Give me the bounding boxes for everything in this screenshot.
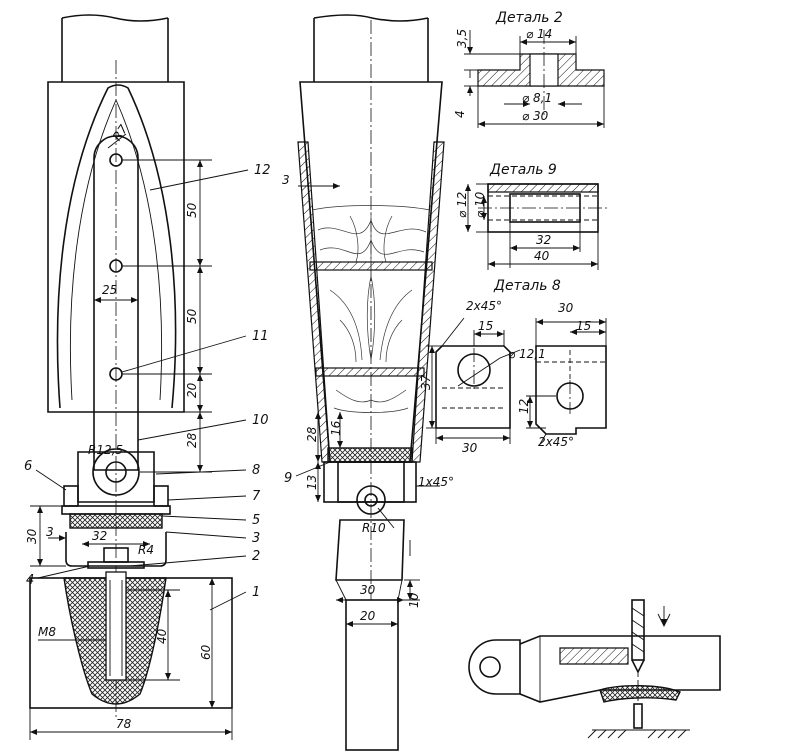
dim-3-sleeve: 3: [282, 173, 290, 187]
detail-8-dim-30-bottom: 30: [462, 441, 478, 455]
detail-9-dim-32: 32: [536, 233, 551, 247]
dim-30-left: 30: [25, 528, 39, 544]
part-label-5: 5: [252, 513, 260, 528]
front-view: [29, 14, 233, 720]
detail-8-drawing: [426, 317, 607, 445]
dim-13-side: 13: [305, 475, 319, 490]
front-view-dimensions: [29, 133, 249, 740]
dim-20-side: 20: [360, 609, 376, 623]
dim-3-left: 3: [46, 525, 54, 539]
part-label-1: 1: [252, 585, 260, 600]
drilling-illustration: [468, 599, 721, 739]
detail-2-dim-4: 4: [453, 110, 467, 118]
dim-r4: R4: [138, 543, 154, 557]
detail-2-title: Деталь 2: [495, 10, 563, 26]
detail-8-dim-2x45-top: 2x45°: [466, 299, 502, 313]
detail-8-dim-15-left: 15: [478, 319, 493, 333]
detail-2-dim-d14: ⌀ 14: [526, 27, 552, 41]
part-label-3: 3: [252, 531, 260, 546]
detail-9-dim-40: 40: [534, 249, 550, 263]
detail-9-dim-d10: ⌀ 10: [473, 191, 487, 218]
dim-28-side: 28: [305, 426, 319, 442]
part-label-2: 2: [252, 549, 260, 564]
detail-9-dim-d12: ⌀ 12: [455, 192, 469, 218]
part-label-11: 11: [252, 329, 269, 344]
detail-9-title: Деталь 9: [489, 162, 557, 178]
detail-8-title: Деталь 8: [493, 278, 561, 294]
dim-m8: M8: [38, 625, 56, 639]
dim-30-side: 30: [360, 583, 376, 597]
part-label-10: 10: [252, 413, 269, 428]
part-label-12: 12: [254, 163, 271, 178]
detail-8-dim-d12-1: ⌀ 12,1: [508, 347, 546, 361]
dim-28: 28: [185, 432, 199, 448]
dim-r10: R10: [362, 521, 386, 535]
dim-16-side: 16: [329, 420, 343, 436]
dim-1x45: 1x45°: [418, 475, 454, 489]
dim-40: 40: [155, 628, 169, 644]
dim-20: 20: [185, 382, 199, 398]
part-label-7: 7: [252, 489, 261, 504]
detail-8-dim-30-top: 30: [558, 301, 574, 315]
dim-50-top: 50: [185, 202, 199, 218]
dim-50-mid: 50: [185, 308, 199, 324]
detail-2-drawing: [464, 30, 605, 128]
detail-8-dim-37: 37: [419, 374, 433, 390]
side-view: [297, 14, 445, 751]
detail-2-dim-d30: ⌀ 30: [522, 109, 549, 123]
detail-9-drawing: [465, 183, 610, 270]
dim-10-side: 10: [407, 592, 421, 608]
dim-60: 60: [199, 644, 213, 660]
detail-8-dim-2x45-bottom: 2x45°: [538, 435, 574, 449]
detail-8-dim-12: 12: [517, 399, 531, 414]
dim-25: 25: [102, 283, 117, 297]
side-view-dimensions: [295, 183, 440, 627]
part-label-8: 8: [252, 463, 260, 478]
dim-r12-5: R12,5: [88, 443, 123, 457]
detail-2-dim-d8-1: ⌀ 8,1: [522, 91, 552, 105]
detail-8-dim-15-right: 15: [576, 319, 591, 333]
part-label-6: 6: [24, 459, 32, 474]
detail-2-dim-3-5: 3,5: [455, 29, 469, 48]
dim-32: 32: [92, 529, 107, 543]
part-label-4: 4: [26, 573, 34, 588]
part-label-9: 9: [284, 471, 292, 486]
dim-78: 78: [116, 717, 132, 731]
